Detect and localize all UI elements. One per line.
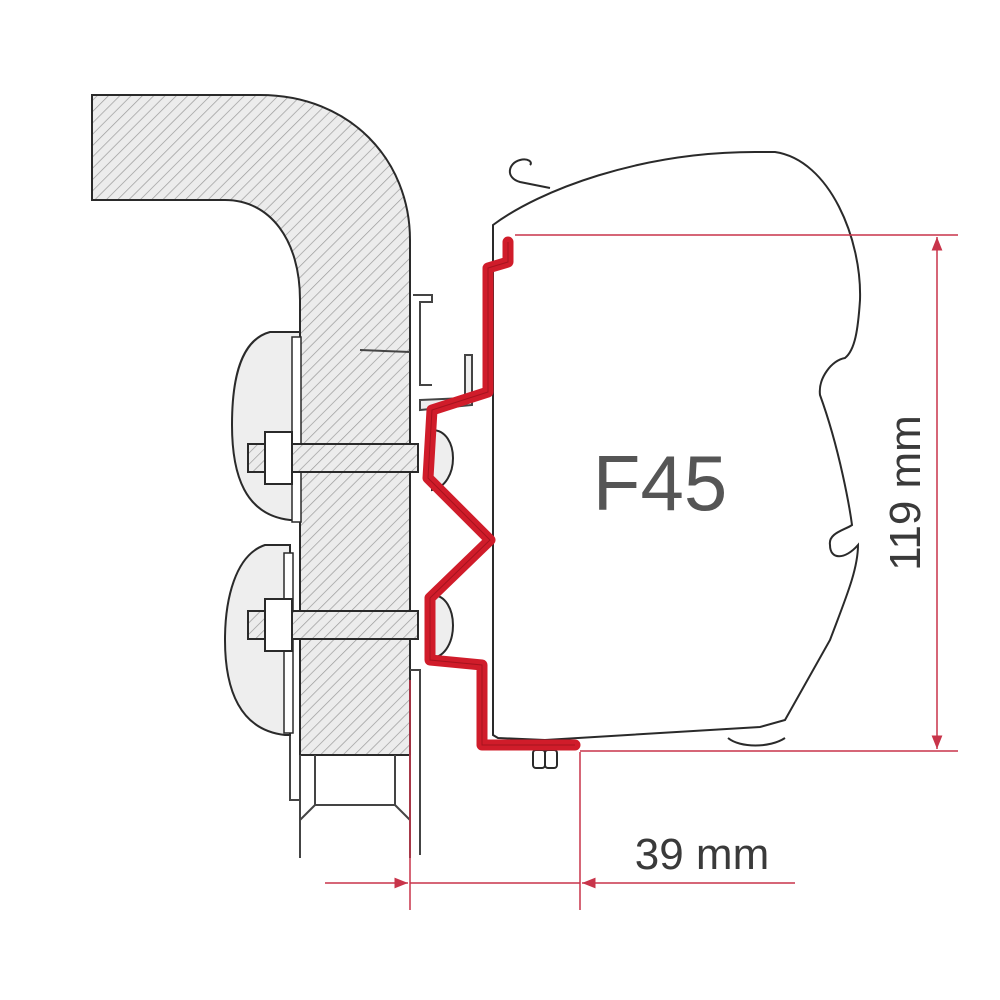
bolt-upper bbox=[247, 431, 419, 485]
vehicle-wall-profile bbox=[91, 94, 411, 756]
awning-top-hook bbox=[508, 158, 551, 189]
bracket-screw bbox=[532, 749, 558, 769]
offset-dimension bbox=[325, 680, 795, 910]
height-dimension-label: 119 mm bbox=[881, 415, 930, 571]
bolt-lower bbox=[247, 598, 419, 652]
spacer-disc-upper bbox=[230, 331, 301, 521]
nut-lower bbox=[264, 598, 293, 652]
awning-housing-f45 bbox=[492, 151, 862, 742]
height-dimension bbox=[515, 234, 958, 752]
offset-dimension-label: 39 mm bbox=[635, 830, 769, 879]
nut-upper bbox=[264, 431, 293, 485]
washer-plate-upper bbox=[291, 336, 302, 523]
awning-bottom-roller bbox=[727, 737, 786, 747]
adapter-bracket-edge bbox=[427, 242, 575, 746]
awning-model-label: F45 bbox=[593, 439, 727, 527]
